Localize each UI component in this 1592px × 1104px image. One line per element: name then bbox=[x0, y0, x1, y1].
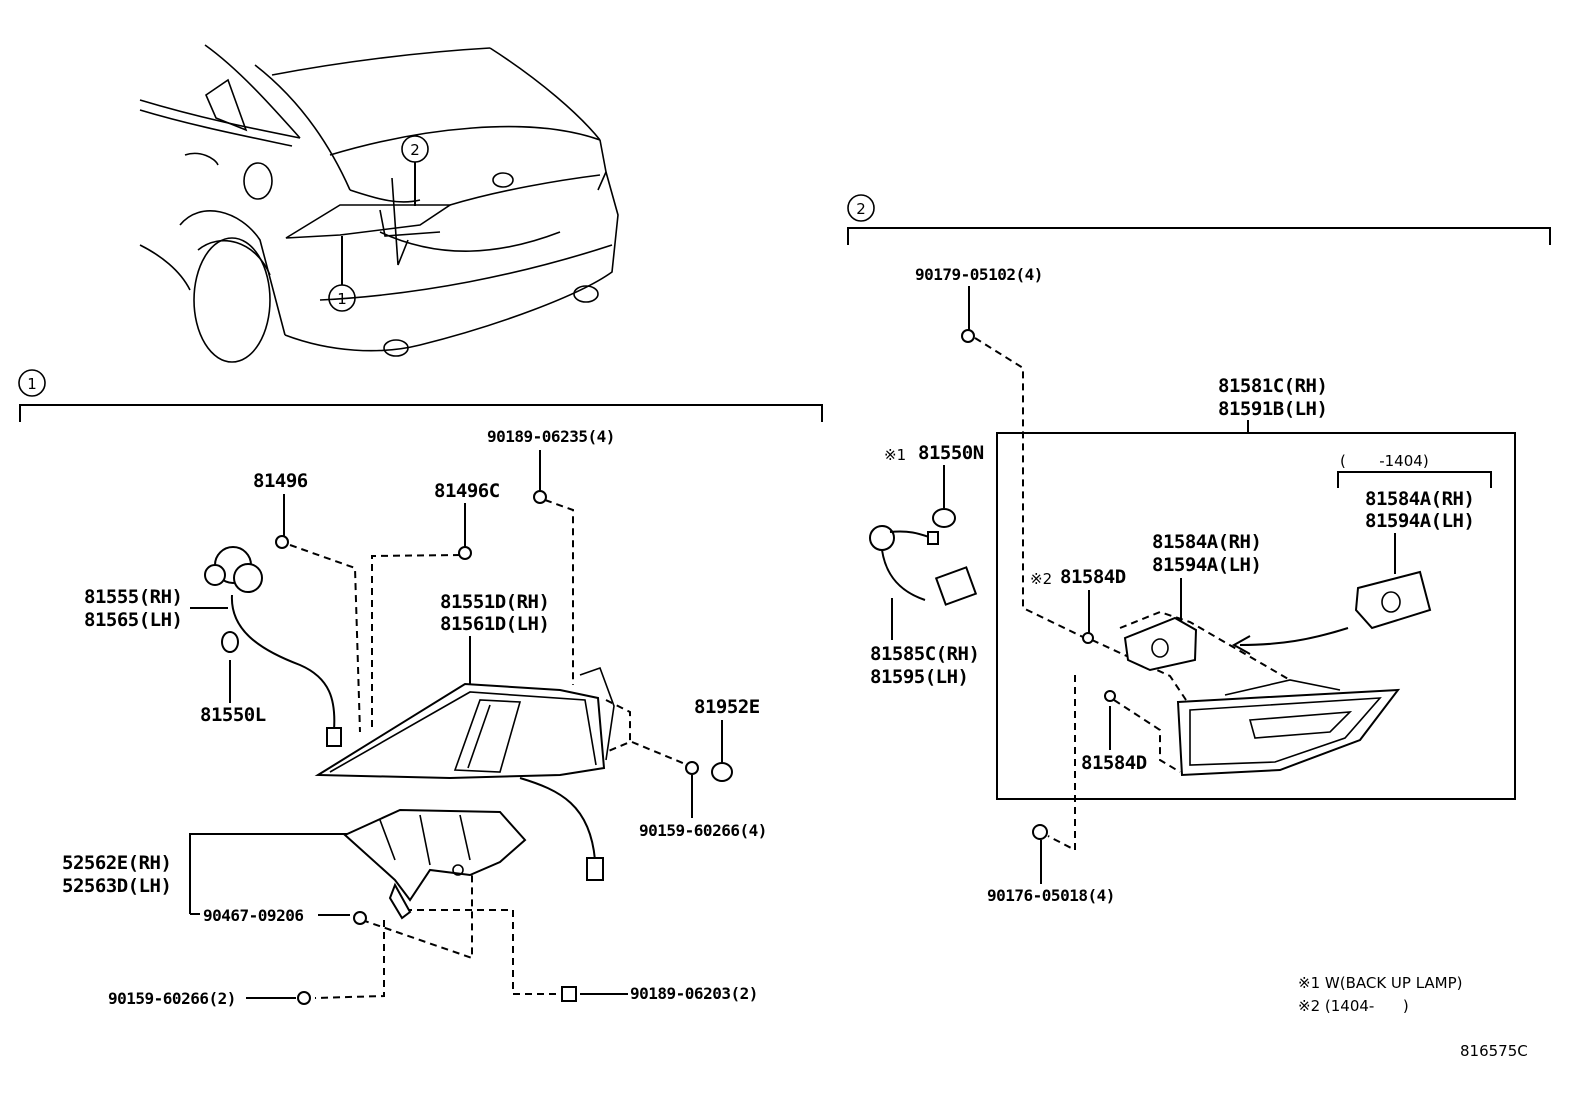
label-81594A-lh: 81594A(LH) bbox=[1152, 554, 1261, 576]
label-81550L: 81550L bbox=[200, 704, 266, 726]
label-90159-60266-2: 90159-60266(2) bbox=[108, 989, 236, 1008]
clip-81584D-top bbox=[1082, 632, 1094, 644]
label-52562E-rh: 52562E(RH) bbox=[62, 852, 171, 874]
nut-90159-60266 bbox=[685, 761, 699, 775]
label-81952E: 81952E bbox=[694, 696, 760, 718]
nut-90189-06203 bbox=[561, 986, 577, 1002]
label-81496: 81496 bbox=[253, 470, 308, 492]
label-81565-lh: 81565(LH) bbox=[84, 609, 182, 631]
bolt-90159-60266-2 bbox=[297, 991, 311, 1005]
section-2-dashed-lines bbox=[974, 337, 1291, 852]
section-1-leaders bbox=[189, 450, 723, 999]
svg-text:1: 1 bbox=[27, 375, 37, 393]
label-81591B-lh: 81591B(LH) bbox=[1218, 398, 1327, 420]
car-callout-1: 1 bbox=[328, 236, 356, 312]
nut-90189-06235 bbox=[533, 490, 547, 504]
bolt-90467-09206 bbox=[353, 911, 367, 925]
section-1-dashed-lines bbox=[289, 499, 691, 999]
back-lamp-81581C bbox=[1176, 679, 1401, 777]
clip-81584D-bottom bbox=[1104, 690, 1116, 702]
label-81555-rh: 81555(RH) bbox=[84, 586, 182, 608]
section-1-header: 1 bbox=[18, 369, 823, 422]
label-90189-06235: 90189-06235(4) bbox=[487, 427, 615, 446]
label-81584D-top: 81584D bbox=[1060, 566, 1126, 588]
label-90176-05018: 90176-05018(4) bbox=[987, 886, 1115, 905]
note-1: ※1 W(BACK UP LAMP) bbox=[1298, 974, 1463, 992]
bulb-81550L bbox=[221, 631, 240, 653]
label-90189-06203-2: 90189-06203(2) bbox=[630, 984, 758, 1003]
svg-text:1: 1 bbox=[337, 290, 347, 308]
rear-combination-lamp-81551D bbox=[314, 666, 615, 881]
car-callout-2: 2 bbox=[401, 135, 429, 206]
label-90179-05102: 90179-05102(4) bbox=[915, 265, 1043, 284]
car-rear-view-illustration bbox=[139, 44, 619, 363]
label-81581C-rh: 81581C(RH) bbox=[1218, 375, 1327, 397]
note-2: ※2 (1404- ) bbox=[1298, 997, 1409, 1015]
label-81496C: 81496C bbox=[434, 480, 500, 502]
section-2-header: 2 bbox=[847, 194, 1551, 245]
diagram-id: 816575C bbox=[1460, 1042, 1528, 1060]
svg-text:2: 2 bbox=[856, 200, 866, 218]
label-81584A-rh: 81584A(RH) bbox=[1152, 531, 1261, 553]
bulb-81550N bbox=[932, 508, 956, 528]
label-52563D-lh: 52563D(LH) bbox=[62, 875, 171, 897]
gasket-81584A-top bbox=[1354, 570, 1432, 630]
svg-text:2: 2 bbox=[410, 141, 420, 159]
nut-90176-05018 bbox=[1032, 824, 1048, 840]
label-81551D-rh: 81551D(RH) bbox=[440, 591, 549, 613]
screw-90179-05102 bbox=[961, 329, 975, 343]
label-90467-09206: 90467-09206 bbox=[203, 906, 303, 925]
bulb-socket-harness bbox=[204, 546, 342, 747]
label-81584D-bottom: 81584D bbox=[1081, 752, 1147, 774]
label-81561D-lh: 81561D(LH) bbox=[440, 613, 549, 635]
label-range-bracket: ( -1404) bbox=[1340, 452, 1429, 470]
section-2-leaders bbox=[891, 286, 1516, 884]
gasket-81584A bbox=[1123, 616, 1198, 672]
clip-81496C bbox=[458, 546, 472, 560]
install-arrow bbox=[1239, 627, 1349, 646]
label-81594A-lh-top: 81594A(LH) bbox=[1365, 510, 1474, 532]
socket-harness-81585C bbox=[869, 525, 978, 606]
label-81550N: 81550N bbox=[918, 442, 984, 464]
mark-81550N: ※1 bbox=[884, 446, 906, 464]
cap-81952E bbox=[711, 762, 733, 782]
label-90159-60266-4: 90159-60266(4) bbox=[639, 821, 767, 840]
label-81585C-rh: 81585C(RH) bbox=[870, 643, 979, 665]
label-81595-lh: 81595(LH) bbox=[870, 666, 968, 688]
clip-81496 bbox=[275, 535, 289, 549]
mark-81584D: ※2 bbox=[1030, 570, 1052, 588]
label-81584A-rh-top: 81584A(RH) bbox=[1365, 488, 1474, 510]
lamp-bracket-52562E bbox=[343, 808, 527, 920]
